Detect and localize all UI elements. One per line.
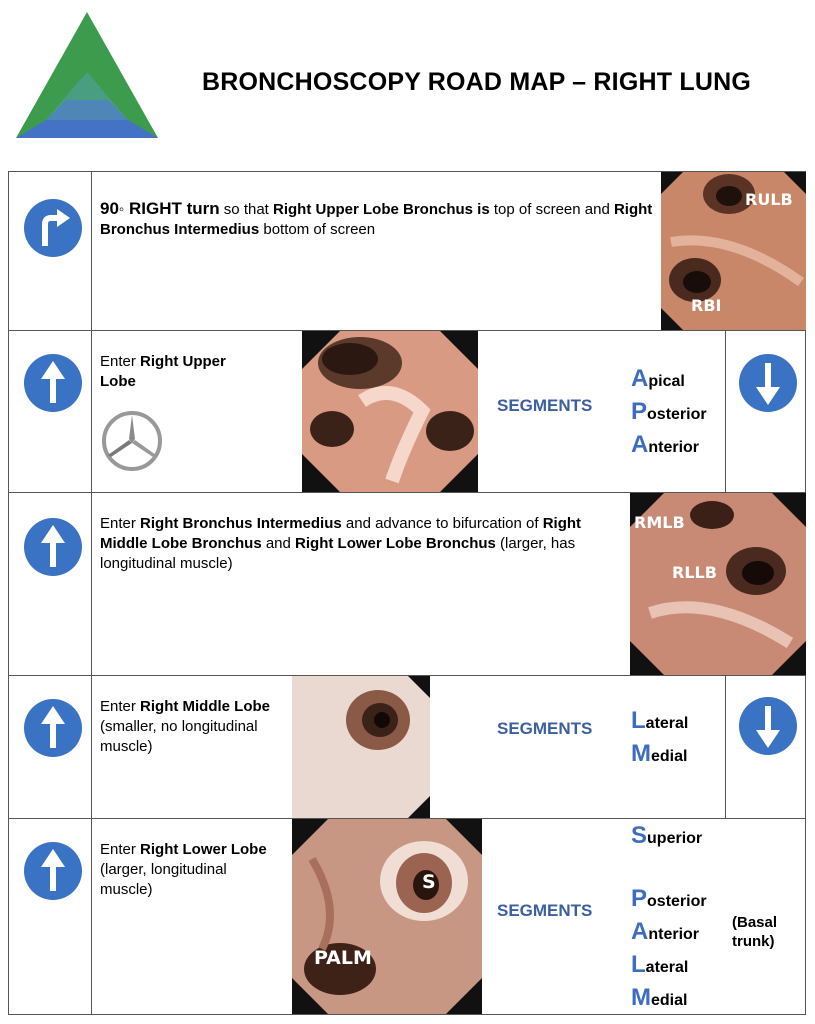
logo-triangle-icon [16,12,158,138]
segment-list: Superior Posterior Anterior Lateral Medi… [631,821,707,1016]
bronchoscopy-image-rll: S PALM [292,819,482,1014]
segments-label: SEGMENTS [497,396,593,415]
image-label-rmlb: RMLB [634,513,685,532]
mercedes-star-icon [102,411,162,471]
step-instruction: 90◦ RIGHT turn so that Right Upper Lobe … [100,199,653,238]
step-row-right-upper-lobe: Enter Right Upper Lobe SEGMENTS Apical P… [9,331,805,493]
segment-spacer [631,854,707,884]
page-title: BRONCHOSCOPY ROAD MAP – RIGHT LUNG [202,68,751,96]
segment-item: Superior [631,822,703,849]
ahead-arrow-sign-icon [22,352,84,414]
step-icon-cell [9,493,92,675]
basal-trunk-note: (Basal trunk) [732,914,778,950]
segment-item: Posterior [631,398,707,425]
bronchoscopy-image-rulb-rbi: RULB RBI [661,172,806,330]
bronchoscopy-image-rul [302,331,478,492]
step-icon-cell [9,819,92,1014]
step-instruction: Enter Right Bronchus Intermedius and adv… [100,515,582,572]
segment-list: Apical Posterior Anterior [631,364,707,463]
segment-list: Lateral Medial [631,706,688,772]
step-row-bronchus-intermedius: Enter Right Bronchus Intermedius and adv… [9,493,806,676]
bronchoscopy-image-rml [292,676,430,818]
segment-item: Medial [631,984,688,1011]
step-icon-cell [9,172,92,330]
segment-item: Anterior [631,918,700,945]
step-row-right-lower-lobe: Enter Right Lower Lobe (larger, longitud… [9,819,805,1014]
image-label-palm: PALM [314,947,372,969]
image-label-rllb: RLLB [672,563,717,582]
ahead-arrow-sign-icon [22,697,84,759]
down-arrow-sign-icon [737,695,799,757]
ahead-arrow-sign-icon [22,840,84,902]
segment-item: Posterior [631,885,707,912]
road-map-table: 90◦ RIGHT turn so that Right Upper Lobe … [8,171,806,1015]
segment-item: Medial [631,740,688,767]
step-row-right-turn: 90◦ RIGHT turn so that Right Upper Lobe … [9,172,806,331]
column-divider [725,676,726,818]
image-label-s: S [422,871,436,893]
segment-item: Apical [631,365,685,392]
segment-item: Lateral [631,951,689,978]
step-icon-cell [9,676,92,818]
bronchoscopy-image-rmlb-rllb: RMLB RLLB [630,493,806,675]
ahead-arrow-sign-icon [22,516,84,578]
segment-item: Lateral [631,707,689,734]
segments-label: SEGMENTS [497,719,593,738]
image-label-rulb: RULB [745,190,793,209]
column-divider [725,331,726,492]
step-icon-cell [9,331,92,492]
down-arrow-sign-icon [737,352,799,414]
image-label-rbi: RBI [691,296,722,315]
right-turn-sign-icon [22,197,84,259]
segments-label: SEGMENTS [497,901,593,920]
step-instruction: Enter Right Lower Lobe (larger, longitud… [100,841,267,898]
step-instruction: Enter Right Upper Lobe [100,353,226,390]
segment-item: Anterior [631,431,700,458]
step-row-right-middle-lobe: Enter Right Middle Lobe (smaller, no lon… [9,676,805,819]
step-instruction: Enter Right Middle Lobe (smaller, no lon… [100,698,271,755]
